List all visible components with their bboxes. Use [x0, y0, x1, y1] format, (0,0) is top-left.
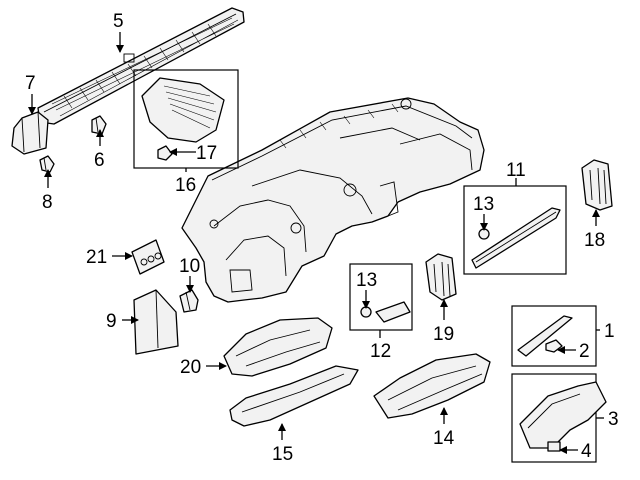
callout-17: 20	[180, 357, 201, 378]
inset-box-1	[511, 305, 597, 367]
callout-13-lower: 13	[356, 270, 377, 291]
callout-20: 19	[433, 324, 454, 345]
callout-9: 9	[106, 311, 117, 332]
callout-2: 2	[579, 341, 590, 362]
inset-box-12	[349, 263, 413, 331]
callout-21: 21	[86, 247, 107, 268]
callout-19: 18	[584, 230, 605, 251]
switch-panel-21	[131, 239, 165, 275]
vent-19	[581, 159, 613, 211]
lower-trim-18	[229, 365, 359, 427]
callout-4: 4	[581, 441, 592, 462]
lower-bracket-17	[223, 317, 333, 377]
callout-8: 8	[42, 192, 53, 213]
inset-box-14	[133, 69, 239, 169]
callout-18: 15	[272, 444, 293, 465]
vent-20	[425, 253, 457, 301]
callout-12: 12	[370, 341, 391, 362]
inset-box-3	[511, 373, 607, 463]
instrument-panel	[181, 97, 485, 303]
callout-1: 1	[604, 321, 615, 342]
clip-10	[179, 289, 199, 313]
callout-10: 10	[179, 256, 200, 277]
callout-3: 3	[608, 409, 619, 430]
leader-lines	[28, 32, 604, 454]
callout-16: 14	[433, 428, 455, 449]
clip-8	[39, 155, 55, 173]
callout-11: 11	[506, 160, 526, 181]
corner-cap	[11, 111, 49, 155]
callout-13-upper: 13	[473, 194, 494, 215]
lower-panel-16	[373, 353, 491, 419]
callout-14: 16	[175, 175, 196, 196]
clip-6	[91, 115, 107, 135]
inset-box-11	[463, 185, 567, 275]
callout-6: 6	[94, 150, 105, 171]
callout-7: 7	[25, 73, 36, 94]
side-cover-9	[133, 289, 179, 355]
callout-5: 5	[113, 11, 124, 32]
callout-15: 17	[196, 143, 217, 164]
callout-labels: 5 7 6 8 17 16 11 13 18 21 10 9 13 12 19 …	[25, 11, 619, 465]
